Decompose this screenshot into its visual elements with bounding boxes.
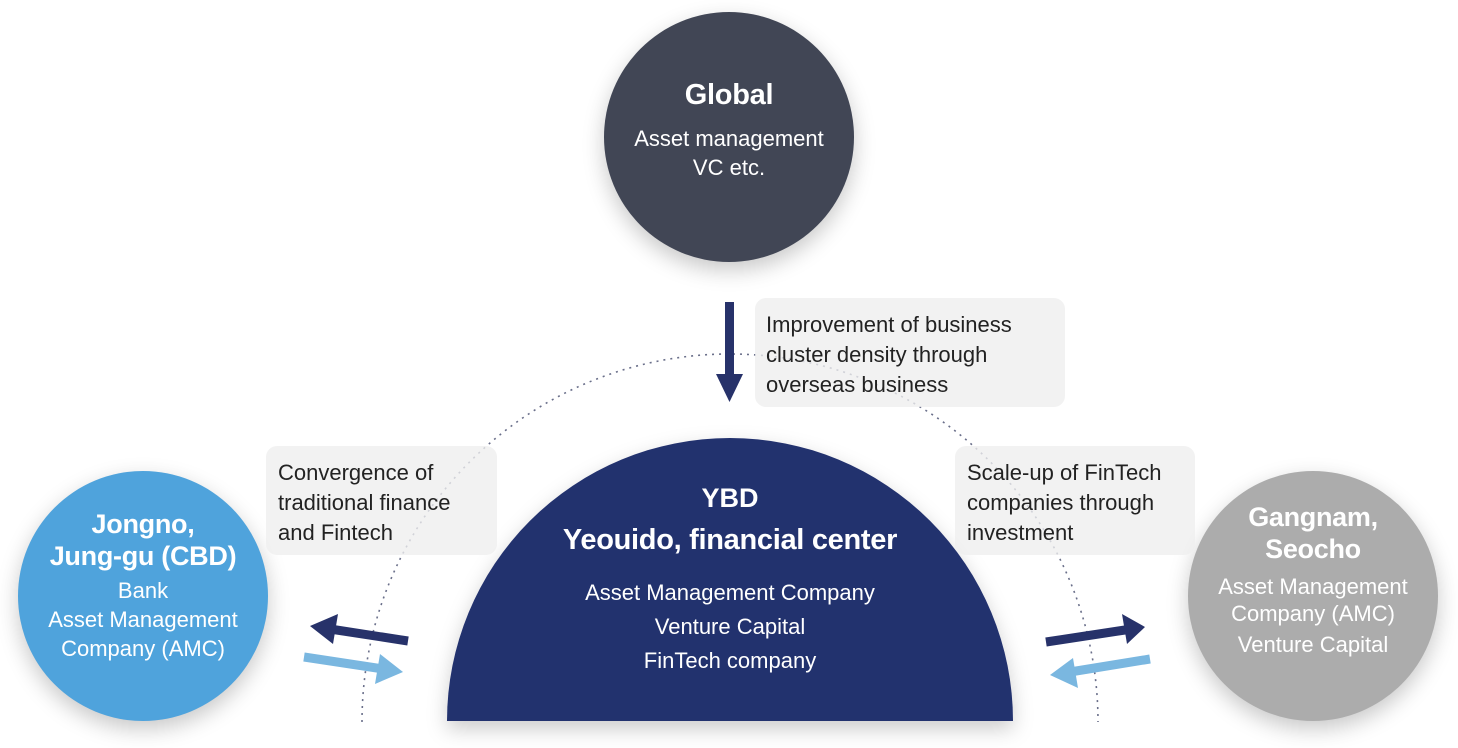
node-ybd-list: Asset Management Company Venture Capital… <box>447 576 1013 678</box>
node-global-title: Global <box>684 79 774 111</box>
node-global: Global Asset management VC etc. <box>604 12 854 262</box>
arrow-shaft <box>1045 625 1126 647</box>
node-cbd: Jongno, Jung-gu (CBD) Bank Asset Managem… <box>18 471 268 721</box>
label-line: Improvement of business <box>766 312 1012 337</box>
node-ybd: YBD Yeouido, financial center Asset Mana… <box>447 478 1013 678</box>
node-ybd-line: FinTech company <box>643 648 817 673</box>
node-ybd-line: Venture Capital <box>654 614 806 639</box>
node-gangnam-title-line: Gangnam, <box>1248 501 1378 532</box>
label-line: Convergence of <box>278 460 434 485</box>
arrow-ybd-to-cbd <box>310 614 409 646</box>
node-cbd-line: Bank <box>117 577 169 603</box>
arrow-shaft <box>303 652 384 674</box>
label-scale-up: Scale-up of FinTech companies through in… <box>955 446 1195 555</box>
arrow-gangnam-to-ybd <box>1050 654 1151 688</box>
label-line: traditional finance <box>278 490 451 515</box>
arrow-head <box>1122 614 1145 644</box>
arrow-shaft <box>1069 654 1151 677</box>
arrow-ybd-to-gangnam <box>1045 614 1145 647</box>
node-gangnam-line: Venture Capital <box>1237 631 1389 657</box>
arrow-shaft <box>725 302 734 377</box>
arrow-global-to-ybd <box>716 302 743 402</box>
arrow-head <box>1050 658 1078 688</box>
node-global-line: VC etc. <box>692 155 766 180</box>
node-cbd-title: Jongno, Jung-gu (CBD) <box>50 508 237 572</box>
label-convergence: Convergence of traditional finance and F… <box>266 446 497 555</box>
node-gangnam-title: Gangnam, Seocho <box>1248 501 1378 565</box>
arrow-head <box>716 374 743 402</box>
label-line: cluster density through <box>766 342 988 367</box>
node-ybd-code: YBD <box>701 483 759 513</box>
node-gangnam-title-line: Seocho <box>1265 533 1361 564</box>
label-overseas-business: Improvement of business cluster density … <box>755 298 1065 407</box>
label-line: and Fintech <box>278 520 393 545</box>
arrow-shaft <box>329 624 409 646</box>
label-line: Scale-up of FinTech <box>967 460 1162 485</box>
node-gangnam-line: Asset Management <box>1218 573 1408 599</box>
node-gangnam-line: Company (AMC) <box>1231 600 1395 626</box>
node-ybd-title: Yeouido, financial center <box>562 524 898 556</box>
ybd-dome <box>447 438 1013 721</box>
node-cbd-title-line: Jung-gu (CBD) <box>49 540 237 571</box>
arrow-cbd-to-ybd <box>303 652 403 684</box>
label-line: investment <box>967 520 1074 545</box>
node-ybd-line: Asset Management Company <box>585 580 875 605</box>
node-cbd-line: Asset Management <box>48 606 238 632</box>
node-cbd-line: Company (AMC) <box>61 635 225 661</box>
node-cbd-title-line: Jongno, <box>91 508 195 539</box>
arrow-head <box>375 654 403 684</box>
node-gangnam: Gangnam, Seocho Asset Management Company… <box>1188 471 1438 721</box>
label-line: overseas business <box>766 372 949 397</box>
node-global-line: Asset management <box>634 126 824 151</box>
arrow-head <box>310 614 338 644</box>
label-line: companies through <box>967 490 1155 515</box>
